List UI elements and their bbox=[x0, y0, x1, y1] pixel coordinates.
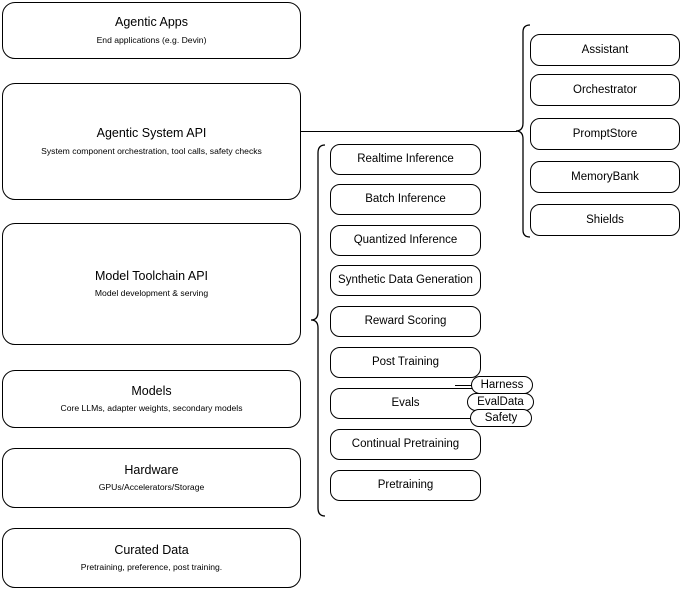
capability-synthetic-data-generation[interactable]: Synthetic Data Generation bbox=[330, 265, 481, 296]
stack-layer-title: Models bbox=[131, 383, 172, 398]
stack-layer-title: Model Toolchain API bbox=[94, 268, 209, 283]
system-component-orchestrator[interactable]: Orchestrator bbox=[530, 74, 680, 106]
toolchain-capabilities-bracket bbox=[309, 144, 327, 520]
eval-subcomponent-harness[interactable]: Harness bbox=[471, 376, 533, 394]
capability-post-training[interactable]: Post Training bbox=[330, 347, 481, 378]
stack-layer-subtitle: System component orchestration, tool cal… bbox=[41, 145, 262, 156]
stack-layer-subtitle: Core LLMs, adapter weights, secondary mo… bbox=[60, 403, 243, 414]
stack-layer-hardware[interactable]: Hardware GPUs/Accelerators/Storage bbox=[2, 448, 301, 508]
system-component-shields[interactable]: Shields bbox=[530, 204, 680, 236]
capability-batch-inference[interactable]: Batch Inference bbox=[330, 184, 481, 215]
connector-evals-to-harness bbox=[455, 385, 477, 387]
stack-layer-agentic-system-api[interactable]: Agentic System API System component orch… bbox=[2, 83, 301, 200]
capability-realtime-inference[interactable]: Realtime Inference bbox=[330, 144, 481, 175]
stack-layer-models[interactable]: Models Core LLMs, adapter weights, secon… bbox=[2, 370, 301, 428]
capability-evals[interactable]: Evals bbox=[330, 388, 481, 419]
eval-subcomponent-safety[interactable]: Safety bbox=[470, 409, 532, 427]
connector-system-api-to-components bbox=[301, 130, 517, 132]
stack-layer-subtitle: End applications (e.g. Devin) bbox=[96, 34, 207, 45]
stack-layer-title: Hardware bbox=[124, 462, 179, 477]
capability-pretraining[interactable]: Pretraining bbox=[330, 470, 481, 501]
capability-quantized-inference[interactable]: Quantized Inference bbox=[330, 225, 481, 256]
stack-layer-title: Agentic System API bbox=[96, 126, 207, 141]
stack-layer-title: Curated Data bbox=[114, 542, 189, 557]
stack-layer-subtitle: Model development & serving bbox=[94, 288, 209, 299]
system-component-assistant[interactable]: Assistant bbox=[530, 34, 680, 66]
capability-continual-pretraining[interactable]: Continual Pretraining bbox=[330, 429, 481, 460]
system-component-promptstore[interactable]: PromptStore bbox=[530, 118, 680, 150]
stack-layer-title: Agentic Apps bbox=[115, 15, 188, 30]
capability-reward-scoring[interactable]: Reward Scoring bbox=[330, 306, 481, 337]
stack-layer-model-toolchain-api[interactable]: Model Toolchain API Model development & … bbox=[2, 223, 301, 345]
stack-layer-subtitle: Pretraining, preference, post training. bbox=[80, 562, 223, 573]
stack-layer-agentic-apps[interactable]: Agentic Apps End applications (e.g. Devi… bbox=[2, 2, 301, 59]
stack-layer-curated-data[interactable]: Curated Data Pretraining, preference, po… bbox=[2, 528, 301, 588]
stack-layer-subtitle: GPUs/Accelerators/Storage bbox=[98, 482, 205, 493]
system-component-memorybank[interactable]: MemoryBank bbox=[530, 161, 680, 193]
